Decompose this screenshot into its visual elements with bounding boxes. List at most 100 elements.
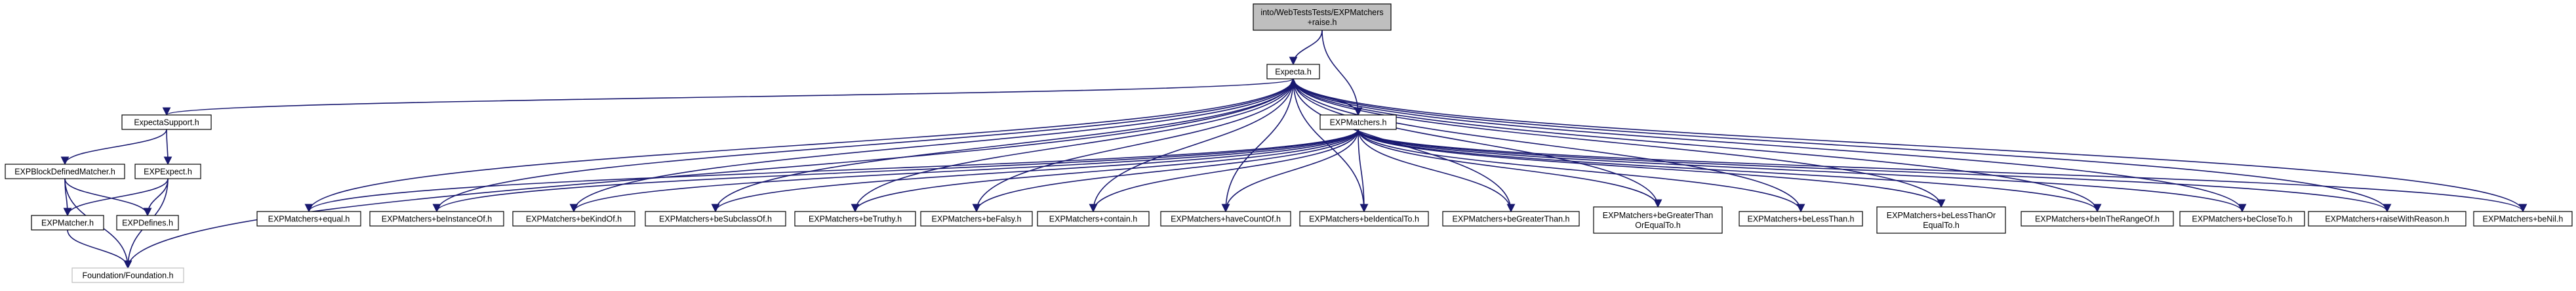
edge-expmatchers-to-m_befalsy <box>972 129 1359 213</box>
edge-expmatchers-to-m_contain <box>1089 129 1359 213</box>
node-expectasupport[interactable]: ExpectaSupport.h <box>121 114 212 130</box>
node-blockdefined[interactable]: EXPBlockDefinedMatcher.h <box>5 164 125 179</box>
node-expmatcher[interactable]: EXPMatcher.h <box>31 215 104 231</box>
node-label: EXPMatchers+beLessThanOr <box>1887 211 1996 220</box>
node-m_besubclassof[interactable]: EXPMatchers+beSubclassOf.h <box>645 211 786 227</box>
edge-root-to-expmatchers <box>1321 30 1363 116</box>
node-m_equal[interactable]: EXPMatchers+equal.h <box>256 211 361 227</box>
node-label: EXPDefines.h <box>122 219 173 228</box>
node-box <box>2473 211 2573 227</box>
edge-expecta-to-m_beclosето <box>1293 78 2247 213</box>
node-label: Expecta.h <box>1275 68 1312 77</box>
node-box <box>645 211 786 227</box>
node-box <box>369 211 504 227</box>
node-box <box>116 215 179 231</box>
node-label: EXPExpect.h <box>144 168 192 177</box>
node-label: EXPMatchers+beTruthy.h <box>809 215 902 224</box>
edge-expecta-to-m_belessthanorequal <box>1293 78 1946 208</box>
node-box <box>920 211 1033 227</box>
node-label: EXPMatchers+contain.h <box>1049 215 1137 224</box>
edge-expmatchers-to-m_begreaterthan <box>1358 129 1516 213</box>
edge-expmatchers-to-m_beidenticalto <box>1358 129 1369 213</box>
node-m_beidenticalto[interactable]: EXPMatchers+beIdenticalTo.h <box>1299 211 1429 227</box>
edge-expecta-to-m_besubclassof <box>711 78 1294 213</box>
node-m_havecountof[interactable]: EXPMatchers+haveCountOf.h <box>1160 211 1291 227</box>
edge-expecta-to-m_bekindof <box>569 78 1294 213</box>
node-box <box>31 215 104 231</box>
edge-expmatcher-to-foundation <box>67 229 132 269</box>
node-box <box>1299 211 1429 227</box>
node-expecta[interactable]: Expecta.h <box>1266 64 1320 79</box>
edge-expectasupport-to-blockdefined <box>60 129 167 166</box>
edge-expmatchers-to-m_besubclassof <box>711 129 1359 213</box>
node-box <box>2021 211 2174 227</box>
edge-expecta-to-m_benil <box>1293 78 2527 213</box>
node-label: ExpectaSupport.h <box>134 118 199 127</box>
node-label: EXPMatchers+beFalsy.h <box>932 215 1022 224</box>
edge-expecta-to-m_beintherangeof <box>1293 78 2102 213</box>
edge-expecta-to-m_raisewithreason <box>1293 78 2392 213</box>
edge-expmatchers-to-m_equal <box>304 129 1359 213</box>
edge-expecta-to-expectasupport <box>163 78 1294 116</box>
node-m_begreaterthan[interactable]: EXPMatchers+beGreaterThan.h <box>1442 211 1580 227</box>
node-m_betruthy[interactable]: EXPMatchers+beTruthy.h <box>794 211 916 227</box>
node-m_beintherangeof[interactable]: EXPMatchers+beInTheRangeOf.h <box>2021 211 2174 227</box>
edge-blockdefined-to-expdefines <box>64 178 152 217</box>
edge-expecta-to-foundation <box>123 78 1294 269</box>
node-box <box>512 211 635 227</box>
node-box <box>256 211 361 227</box>
node-m_benil[interactable]: EXPMatchers+beNil.h <box>2473 211 2573 227</box>
node-m_bekindof[interactable]: EXPMatchers+beKindOf.h <box>512 211 635 227</box>
node-box <box>1593 206 1723 234</box>
node-box <box>2308 211 2466 227</box>
node-box <box>1442 211 1580 227</box>
edge-expmatchers-to-m_belessthan <box>1358 129 1805 213</box>
node-label: EXPMatchers+haveCountOf.h <box>1171 215 1281 224</box>
node-layer: into/WebTestsTests/EXPMatchers+raise.hEx… <box>5 3 2573 283</box>
node-label: into/WebTestsTests/EXPMatchers <box>1260 8 1383 17</box>
edge-expectasupport-to-expexpect <box>163 129 172 166</box>
node-label: EXPMatchers.h <box>1330 118 1387 127</box>
node-m_contain[interactable]: EXPMatchers+contain.h <box>1037 211 1150 227</box>
node-expmatchers[interactable]: EXPMatchers.h <box>1319 114 1397 130</box>
node-expdefines[interactable]: EXPDefines.h <box>116 215 179 231</box>
edge-expmatchers-to-m_benil <box>1358 129 2527 213</box>
node-label: EXPMatchers+beKindOf.h <box>526 215 622 224</box>
node-box <box>1160 211 1291 227</box>
edge-expecta-to-m_belessthan <box>1293 78 1805 213</box>
node-label: OrEqualTo.h <box>1635 221 1681 230</box>
node-m_beclosето[interactable]: EXPMatchers+beCloseTo.h <box>2179 211 2305 227</box>
node-label: EXPMatchers+beGreaterThan <box>1603 211 1714 220</box>
node-label: EXPMatchers+beLessThan.h <box>1748 215 1855 224</box>
node-m_beinstanceof[interactable]: EXPMatchers+beInstanceOf.h <box>369 211 504 227</box>
node-box <box>1319 114 1397 130</box>
node-root[interactable]: into/WebTestsTests/EXPMatchers+raise.h <box>1253 3 1392 31</box>
edge-expecta-to-m_havecountof <box>1221 78 1294 213</box>
node-label: Foundation/Foundation.h <box>83 271 174 280</box>
node-m_raisewithreason[interactable]: EXPMatchers+raiseWithReason.h <box>2308 211 2466 227</box>
node-box <box>2179 211 2305 227</box>
node-box <box>1876 206 2006 234</box>
node-m_befalsy[interactable]: EXPMatchers+beFalsy.h <box>920 211 1033 227</box>
node-box <box>121 114 212 130</box>
node-label: +raise.h <box>1308 18 1337 27</box>
node-foundation[interactable]: Foundation/Foundation.h <box>71 267 184 283</box>
node-label: EXPMatchers+beInTheRangeOf.h <box>2035 215 2160 224</box>
node-m_belessthan[interactable]: EXPMatchers+beLessThan.h <box>1739 211 1863 227</box>
node-box <box>1739 211 1863 227</box>
node-box <box>1253 3 1392 31</box>
edge-expmatchers-to-m_beclosето <box>1358 129 2247 213</box>
node-label: EqualTo.h <box>1923 221 1960 230</box>
node-label: EXPMatchers+beIdenticalTo.h <box>1309 215 1419 224</box>
node-label: EXPMatchers+beInstanceOf.h <box>382 215 493 224</box>
node-expexpect[interactable]: EXPExpect.h <box>134 164 201 179</box>
edge-expecta-to-m_begreaterthanorequal <box>1293 78 1662 208</box>
edge-expecta-to-m_equal <box>304 78 1294 213</box>
node-box <box>5 164 125 179</box>
edge-expmatchers-to-m_beinstanceof <box>432 129 1359 213</box>
node-label: EXPMatchers+beNil.h <box>2483 215 2564 224</box>
edge-expecta-to-m_beinstanceof <box>432 78 1294 213</box>
